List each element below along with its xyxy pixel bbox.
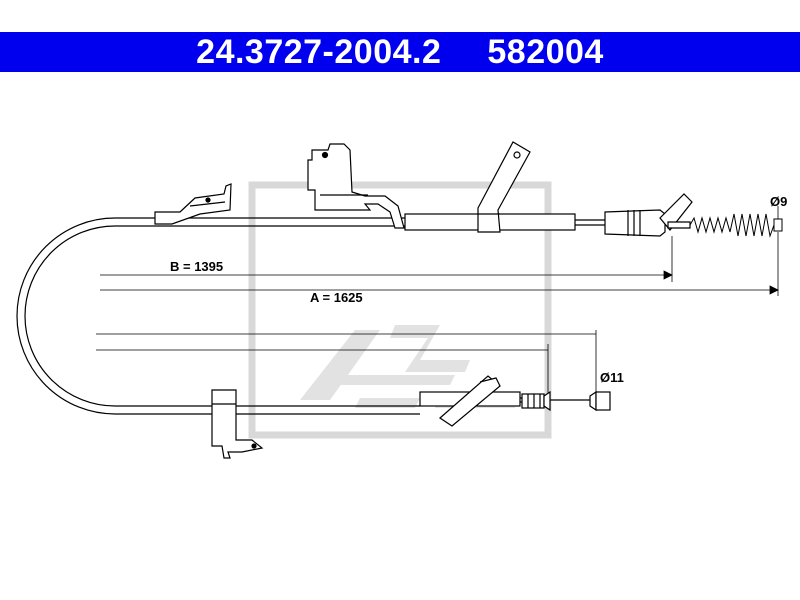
spring [689, 213, 783, 238]
cable-loop [16, 217, 420, 415]
dimension-b-label: B = 1395 [170, 259, 223, 274]
upper-end-fitting [604, 193, 693, 237]
part-number: 24.3727-2004.2 [196, 32, 442, 71]
dimension-lines [96, 206, 779, 396]
lower-clip [439, 375, 501, 427]
middle-bracket [307, 143, 405, 229]
dimension-a-label: A = 1625 [310, 290, 363, 305]
diameter-top-label: Ø9 [770, 194, 787, 209]
right-bracket [477, 141, 531, 233]
ref-number: 582004 [487, 32, 604, 71]
diameter-bottom-label: Ø11 [600, 370, 624, 385]
lower-left-bracket [211, 389, 264, 459]
upper-cable [158, 213, 605, 231]
header-bar: 24.3727-2004.2 582004 [0, 32, 800, 72]
upper-left-bracket [154, 183, 232, 225]
lower-end-fitting [521, 390, 611, 412]
